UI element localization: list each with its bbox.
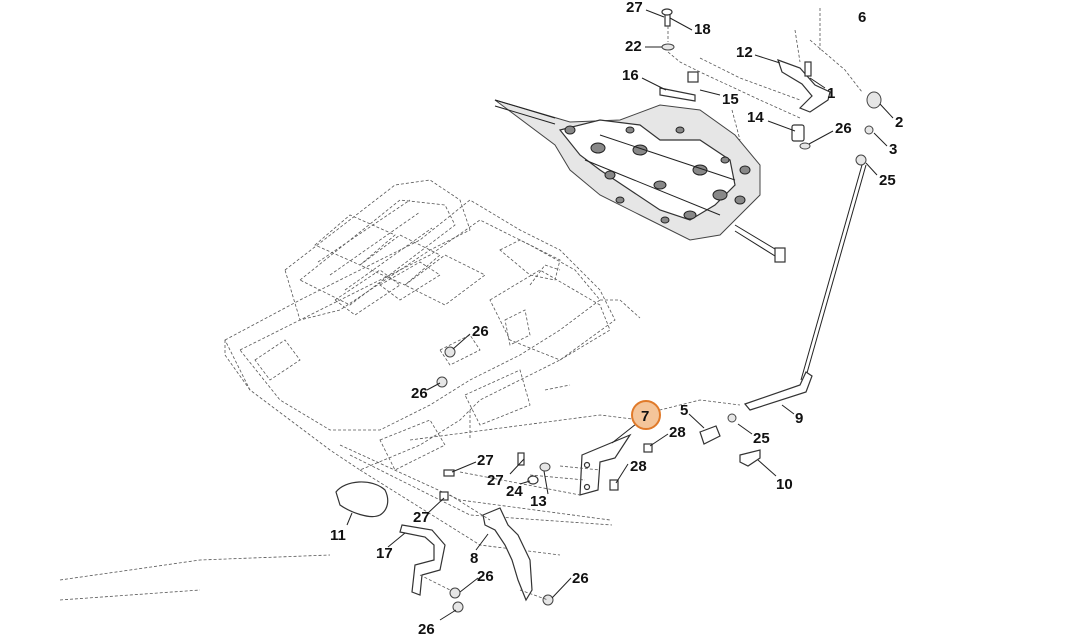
callout-27-top[interactable]: 27 <box>626 0 643 16</box>
callout-26-frame-a[interactable]: 26 <box>472 323 489 340</box>
callout-9[interactable]: 9 <box>795 410 803 427</box>
callout-24[interactable]: 24 <box>506 483 523 500</box>
callout-8[interactable]: 8 <box>470 550 478 567</box>
callout-10[interactable]: 10 <box>776 476 793 493</box>
callout-28-b[interactable]: 28 <box>630 458 647 475</box>
callout-26-lever-a[interactable]: 26 <box>477 568 494 585</box>
callout-26-lever-b[interactable]: 26 <box>572 570 589 587</box>
callout-labels: 27 18 6 22 12 16 15 1 2 14 26 3 25 26 26… <box>330 0 903 638</box>
callout-15[interactable]: 15 <box>722 91 739 108</box>
callout-6[interactable]: 6 <box>858 9 866 26</box>
callout-5[interactable]: 5 <box>680 402 688 419</box>
callout-25-upper[interactable]: 25 <box>879 172 896 189</box>
callout-3[interactable]: 3 <box>889 141 897 158</box>
callout-28-a[interactable]: 28 <box>669 424 686 441</box>
chassis-frame <box>59 179 641 601</box>
callout-25-lower[interactable]: 25 <box>753 430 770 447</box>
callout-22[interactable]: 22 <box>625 38 642 55</box>
callout-27-c[interactable]: 27 <box>413 509 430 526</box>
leader-lines <box>346 9 894 621</box>
callout-13[interactable]: 13 <box>530 493 547 510</box>
callout-26-bottom[interactable]: 26 <box>418 621 435 638</box>
callout-7-selected[interactable]: 7 <box>631 400 661 430</box>
callout-12[interactable]: 12 <box>736 44 753 61</box>
callout-27-b[interactable]: 27 <box>487 472 504 489</box>
callout-18[interactable]: 18 <box>694 21 711 38</box>
callout-27-a[interactable]: 27 <box>477 452 494 469</box>
callout-2[interactable]: 2 <box>895 114 903 131</box>
callout-14[interactable]: 14 <box>747 109 764 126</box>
transaxle-assembly <box>494 99 786 263</box>
callout-17[interactable]: 17 <box>376 545 393 562</box>
lower-parts <box>335 346 761 613</box>
callout-16[interactable]: 16 <box>622 67 639 84</box>
callout-11[interactable]: 11 <box>330 527 346 544</box>
callout-7[interactable]: 7 <box>641 408 649 425</box>
callout-26-upper[interactable]: 26 <box>835 120 852 137</box>
callout-1[interactable]: 1 <box>827 85 835 102</box>
callout-26-frame-b[interactable]: 26 <box>411 385 428 402</box>
